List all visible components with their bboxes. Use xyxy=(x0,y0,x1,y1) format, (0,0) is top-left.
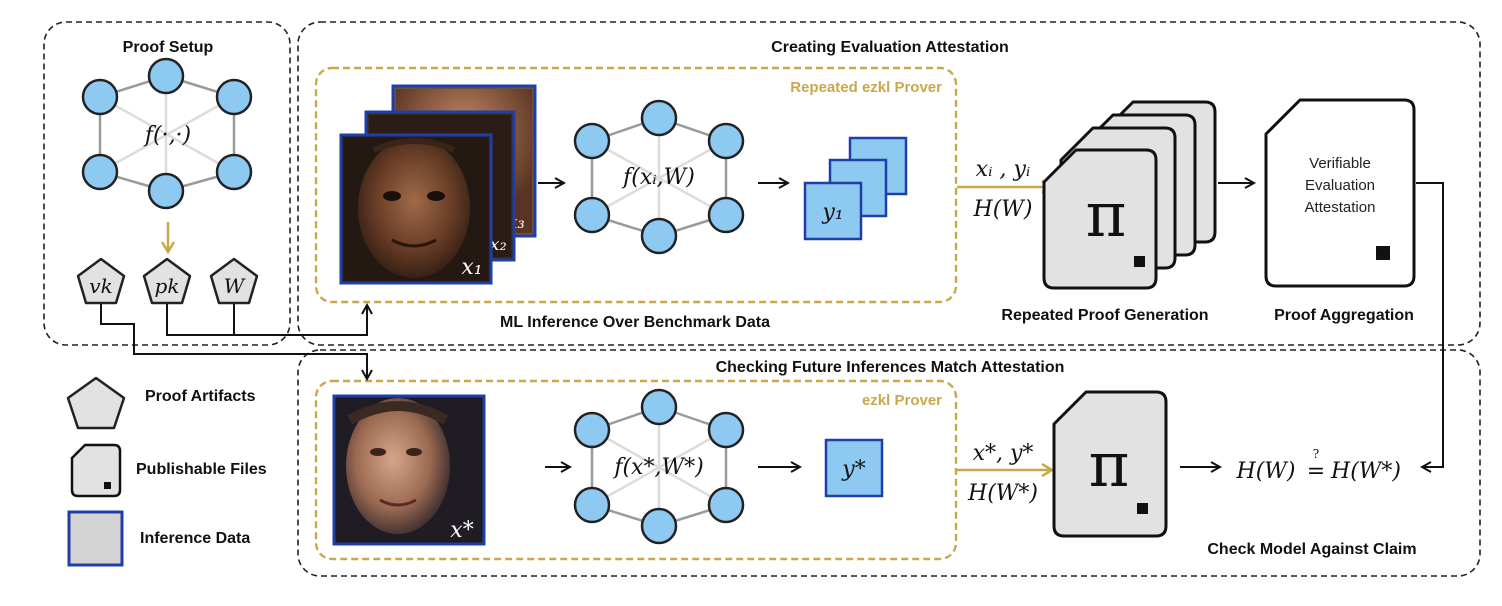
top-inputs-line2: H(W) xyxy=(973,197,1033,222)
hash-check-equation: H(W) = ? H(W*) xyxy=(1236,447,1401,484)
proof-setup-box xyxy=(43,21,291,346)
svg-text:x*: x* xyxy=(450,518,473,543)
legend-artifacts: Proof Artifacts xyxy=(66,376,256,430)
w-to-top-connector xyxy=(233,304,367,336)
repeated-prover-box xyxy=(314,66,958,304)
proof-setup-title: Proof Setup xyxy=(123,39,214,56)
check-q: ? xyxy=(1313,447,1319,461)
attestation-line1: Verifiable xyxy=(1309,155,1371,172)
bottom-inputs-line1: x*, y* xyxy=(973,441,1034,466)
check-model-caption: Check Model Against Claim xyxy=(1207,541,1416,558)
bottom-proof-symbol: π xyxy=(1089,428,1130,501)
repeated-proof-files: π xyxy=(1042,100,1217,290)
svg-text:x₁: x₁ xyxy=(461,255,482,280)
check-eq: = xyxy=(1307,459,1325,484)
query-image-xstar: x* xyxy=(332,394,486,546)
check-left: H(W) xyxy=(1236,459,1296,484)
check-right: H(W*) xyxy=(1330,459,1401,484)
top-function: f(xᵢ,W) xyxy=(621,165,695,190)
attestation-line3: Attestation xyxy=(1305,199,1376,216)
output-ystar: y* xyxy=(841,457,865,482)
vk-to-bottom-connector xyxy=(100,304,367,379)
checking-inferences-box xyxy=(297,349,1481,577)
top-outputs: y₁ xyxy=(803,136,908,241)
legend-files: Publishable Files xyxy=(70,443,267,498)
top-proof-symbol: π xyxy=(1086,178,1127,251)
checking-inferences-title: Checking Future Inferences Match Attesta… xyxy=(716,359,1065,376)
legend-data: Inference Data xyxy=(67,510,250,567)
legend-data-label: Inference Data xyxy=(140,530,250,547)
setup-nodes xyxy=(81,57,253,210)
svg-text:pk: pk xyxy=(155,274,180,298)
setup-function: f(·,·) xyxy=(143,123,191,148)
creating-attestation-title: Creating Evaluation Attestation xyxy=(771,39,1009,56)
pk-to-top-connector xyxy=(166,304,234,336)
artifact-vk: vk xyxy=(76,257,126,305)
output-y1: y₁ xyxy=(821,200,843,225)
svg-text:vk: vk xyxy=(89,274,112,298)
svg-text:W: W xyxy=(224,274,246,298)
top-network-nodes xyxy=(573,99,745,255)
bottom-proof-file: π xyxy=(1052,390,1168,538)
aggregation-caption: Proof Aggregation xyxy=(1274,307,1414,324)
repeated-prover-label: Repeated ezkl Prover xyxy=(790,79,942,96)
ml-inference-caption: ML Inference Over Benchmark Data xyxy=(500,314,770,331)
bottom-output: y* xyxy=(824,438,884,498)
svg-text:x₂: x₂ xyxy=(489,234,506,255)
bottom-inputs-line2: H(W*) xyxy=(967,481,1038,506)
bottom-function: f(x*,W*) xyxy=(612,455,703,480)
creating-attestation-box xyxy=(297,21,1481,346)
artifact-w: W xyxy=(209,257,259,305)
attestation-to-check-connector xyxy=(1416,182,1444,467)
artifact-pk: pk xyxy=(142,257,192,305)
attestation-line2: Evaluation xyxy=(1305,177,1375,194)
benchmark-image-x1: x₁ xyxy=(339,133,493,285)
repeated-proof-caption: Repeated Proof Generation xyxy=(1001,307,1208,324)
attestation-file: Verifiable Evaluation Attestation xyxy=(1264,98,1416,288)
single-prover-box xyxy=(314,379,958,561)
legend-files-label: Publishable Files xyxy=(136,461,267,478)
top-inputs-line1: xᵢ , yᵢ xyxy=(976,157,1031,182)
bottom-network-nodes xyxy=(573,388,745,545)
legend-artifacts-label: Proof Artifacts xyxy=(145,388,256,405)
single-prover-label: ezkl Prover xyxy=(862,392,942,409)
